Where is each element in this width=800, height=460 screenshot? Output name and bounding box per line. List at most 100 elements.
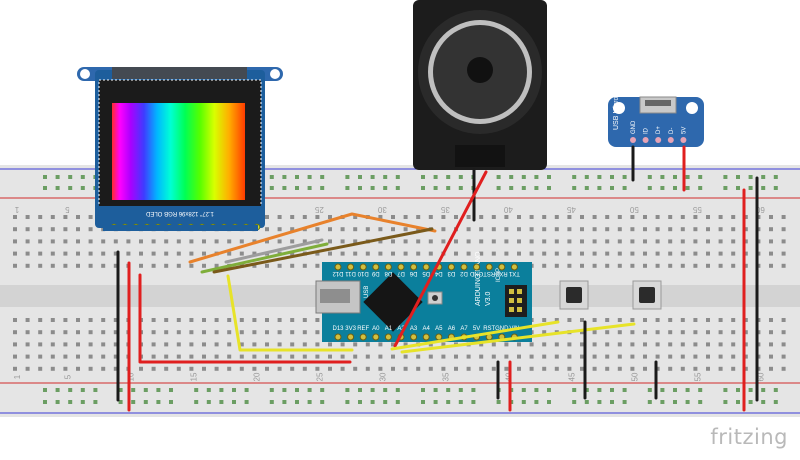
breadboard-hole[interactable] [139, 239, 143, 244]
breadboard-hole[interactable] [315, 263, 320, 268]
breadboard-hole[interactable] [38, 263, 43, 268]
breadboard-hole[interactable] [542, 215, 547, 219]
breadboard-hole[interactable] [227, 251, 232, 256]
rail-hole[interactable] [698, 186, 703, 190]
rail-hole[interactable] [370, 400, 375, 404]
rail-hole[interactable] [307, 400, 312, 404]
breadboard-hole[interactable] [668, 342, 673, 347]
breadboard-hole[interactable] [706, 215, 710, 219]
rail-hole[interactable] [433, 388, 438, 392]
breadboard-hole[interactable] [781, 251, 786, 256]
rail-hole[interactable] [232, 388, 236, 392]
rail-hole[interactable] [433, 400, 438, 404]
breadboard-hole[interactable] [176, 251, 181, 256]
breadboard-hole[interactable] [391, 342, 395, 347]
breadboard-hole[interactable] [466, 366, 471, 371]
rail-hole[interactable] [345, 388, 350, 392]
breadboard-hole[interactable] [643, 342, 647, 347]
breadboard-hole[interactable] [428, 215, 433, 219]
breadboard-hole[interactable] [403, 366, 408, 371]
rail-hole[interactable] [685, 175, 690, 179]
breadboard-hole[interactable] [63, 330, 68, 335]
breadboard-hole[interactable] [731, 215, 736, 219]
breadboard-hole[interactable] [743, 354, 748, 359]
rail-hole[interactable] [572, 186, 577, 190]
breadboard-hole[interactable] [227, 342, 232, 347]
breadboard-hole[interactable] [214, 239, 219, 244]
breadboard-hole[interactable] [743, 251, 748, 256]
rail-hole[interactable] [93, 388, 98, 392]
rail-hole[interactable] [736, 400, 740, 404]
breadboard-hole[interactable] [643, 366, 647, 371]
rail-hole[interactable] [660, 175, 665, 179]
breadboard-hole[interactable] [88, 227, 93, 232]
breadboard-hole[interactable] [265, 330, 269, 335]
breadboard-hole[interactable] [328, 354, 332, 359]
rail-hole[interactable] [194, 400, 199, 404]
breadboard-hole[interactable] [466, 354, 471, 359]
breadboard-hole[interactable] [542, 263, 547, 268]
rail-hole[interactable] [736, 186, 740, 190]
rail-hole[interactable] [395, 186, 400, 190]
breadboard-hole[interactable] [781, 330, 786, 335]
breadboard-hole[interactable] [391, 366, 395, 371]
breadboard-hole[interactable] [504, 251, 509, 256]
breadboard-hole[interactable] [38, 342, 43, 347]
breadboard-hole[interactable] [101, 239, 106, 244]
breadboard-hole[interactable] [567, 251, 572, 256]
breadboard-hole[interactable] [718, 366, 723, 371]
breadboard-hole[interactable] [605, 251, 610, 256]
breadboard-hole[interactable] [655, 318, 660, 322]
breadboard-hole[interactable] [693, 239, 698, 244]
rail-hole[interactable] [358, 388, 362, 392]
breadboard-hole[interactable] [479, 366, 484, 371]
breadboard-hole[interactable] [151, 263, 156, 268]
breadboard-hole[interactable] [718, 263, 723, 268]
rail-hole[interactable] [761, 175, 766, 179]
breadboard-hole[interactable] [630, 215, 635, 219]
rail-hole[interactable] [307, 175, 312, 179]
rail-hole[interactable] [68, 388, 73, 392]
rail-hole[interactable] [345, 186, 350, 190]
breadboard-hole[interactable] [781, 239, 786, 244]
rail-hole[interactable] [282, 175, 287, 179]
breadboard-hole[interactable] [567, 215, 572, 219]
breadboard-hole[interactable] [88, 263, 93, 268]
rail-hole[interactable] [370, 186, 375, 190]
rail-hole[interactable] [736, 388, 740, 392]
breadboard-hole[interactable] [88, 342, 93, 347]
rail-hole[interactable] [647, 400, 652, 404]
breadboard-hole[interactable] [592, 342, 597, 347]
rail-hole[interactable] [421, 400, 425, 404]
rail-hole[interactable] [80, 400, 85, 404]
breadboard-hole[interactable] [315, 366, 320, 371]
breadboard-hole[interactable] [189, 263, 194, 268]
breadboard-hole[interactable] [252, 366, 257, 371]
breadboard-hole[interactable] [25, 215, 30, 219]
breadboard-hole[interactable] [290, 354, 295, 359]
breadboard-hole[interactable] [554, 239, 559, 244]
breadboard-hole[interactable] [391, 239, 395, 244]
rail-hole[interactable] [773, 175, 778, 179]
rail-hole[interactable] [282, 388, 287, 392]
breadboard-hole[interactable] [617, 251, 622, 256]
breadboard-hole[interactable] [290, 263, 295, 268]
breadboard-hole[interactable] [265, 263, 269, 268]
breadboard-hole[interactable] [378, 366, 383, 371]
breadboard-hole[interactable] [353, 215, 358, 219]
breadboard-hole[interactable] [655, 354, 660, 359]
breadboard-hole[interactable] [680, 263, 685, 268]
breadboard-hole[interactable] [189, 239, 194, 244]
breadboard-hole[interactable] [668, 330, 673, 335]
breadboard-hole[interactable] [214, 263, 219, 268]
breadboard-hole[interactable] [630, 342, 635, 347]
rail-hole[interactable] [55, 186, 60, 190]
breadboard-hole[interactable] [517, 251, 521, 256]
breadboard-hole[interactable] [668, 227, 673, 232]
breadboard-hole[interactable] [706, 330, 710, 335]
breadboard-hole[interactable] [706, 342, 710, 347]
breadboard-hole[interactable] [403, 215, 408, 219]
rail-hole[interactable] [370, 175, 375, 179]
rail-hole[interactable] [723, 400, 728, 404]
breadboard-hole[interactable] [454, 239, 458, 244]
